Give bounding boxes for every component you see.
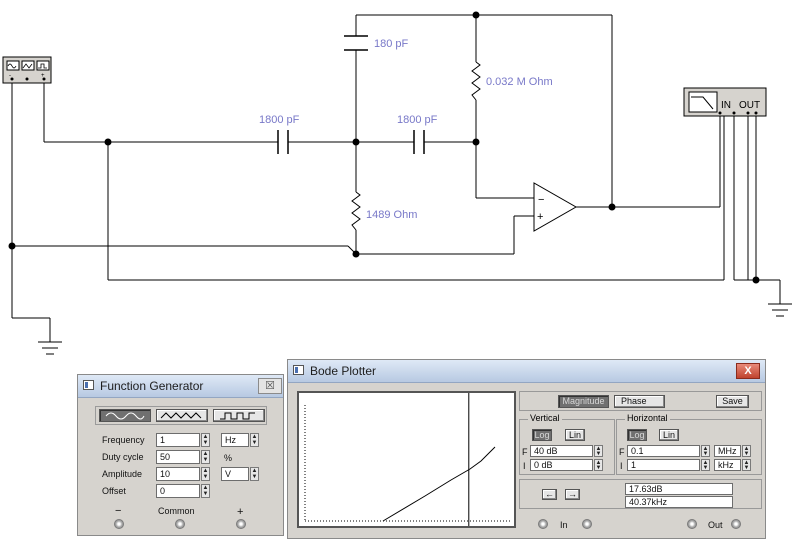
vertical-i-spinner[interactable]: ▲▼ [594,459,603,471]
app-icon [83,380,94,390]
plus-terminal-label: + [237,506,244,518]
readout-group: ← → 17.63dB 40.37kHz [519,479,762,509]
horizontal-f-unit-select[interactable]: MHz [714,445,741,457]
bode-plotter-symbol[interactable] [683,87,767,117]
bode-plotter-title: Bode Plotter [310,364,377,378]
horizontal-i-spinner[interactable]: ▲▼ [701,459,710,471]
horizontal-i-label: I [620,461,623,471]
vertical-f-spinner[interactable]: ▲▼ [594,445,603,457]
cursor-left-button[interactable]: ← [542,489,557,500]
triangle-wave-button[interactable] [156,409,208,422]
magnitude-readout: 17.63dB [625,483,733,495]
out-terminal-label: Out [708,520,723,530]
amplitude-unit-spinner[interactable]: ▲▼ [250,467,259,481]
minus-terminal-label: − [115,505,122,517]
horizontal-i-input[interactable]: 1 [627,459,700,471]
triangle-wave-icon [160,412,202,419]
duty-cycle-spinner[interactable]: ▲▼ [201,450,210,464]
bode-plot [304,393,511,526]
duty-cycle-unit: % [224,453,233,463]
in-terminal-label: In [560,520,568,530]
bode-plot-display[interactable] [297,391,516,528]
amplitude-unit-select[interactable]: V [221,467,249,481]
duty-cycle-label: Duty cycle [102,452,144,462]
cursor-right-button[interactable]: → [565,489,580,500]
frequency-label: Frequency [102,435,145,445]
mode-group: Magnitude Phase Save [519,391,762,411]
horizontal-group-title: Horizontal [625,413,670,423]
opamp-plus-label: + [537,211,543,223]
phase-button[interactable]: Phase [614,395,665,408]
frequency-unit-spinner[interactable]: ▲▼ [250,433,259,447]
function-generator-symbol[interactable]: - + [2,56,52,84]
cap-top-label: 180 pF [374,38,409,50]
magnitude-button[interactable]: Magnitude [558,395,609,408]
close-button[interactable]: X [736,363,760,379]
vertical-group: Vertical Log Lin F 40 dB ▲▼ I 0 dB ▲▼ [519,413,615,475]
common-terminal-label: Common [158,506,195,516]
out-terminal-minus[interactable] [687,519,697,529]
cap-left-label: 1800 pF [259,114,300,126]
vertical-lin-button[interactable]: Lin [565,429,585,441]
offset-input[interactable]: 0 [156,484,200,498]
vertical-f-input[interactable]: 40 dB [530,445,593,457]
app-icon [293,365,304,375]
horizontal-f-label: F [619,447,625,457]
amplitude-input[interactable]: 10 [156,467,200,481]
frequency-unit-select[interactable]: Hz [221,433,249,447]
horizontal-f-unit-spinner[interactable]: ▲▼ [742,445,751,457]
horizontal-lin-button[interactable]: Lin [659,429,679,441]
sine-wave-button[interactable] [99,409,151,422]
in-terminal-plus[interactable] [582,519,592,529]
amplitude-spinner[interactable]: ▲▼ [201,467,210,481]
vertical-group-title: Vertical [528,413,562,423]
function-generator-titlebar[interactable]: Function Generator ☒ [78,375,283,398]
function-generator-title: Function Generator [100,379,204,393]
horizontal-log-button[interactable]: Log [627,429,647,441]
bode-plotter-titlebar[interactable]: Bode Plotter X [288,360,765,383]
duty-cycle-input[interactable]: 50 [156,450,200,464]
opamp-minus-label: − [538,194,544,206]
vertical-f-label: F [522,447,528,457]
magnitude-curve [382,446,496,522]
frequency-readout: 40.37kHz [625,496,733,508]
in-terminal-minus[interactable] [538,519,548,529]
horizontal-i-unit-spinner[interactable]: ▲▼ [742,459,751,471]
bode-in-label: IN [721,100,731,111]
out-terminal-plus[interactable] [731,519,741,529]
sine-wave-icon [105,412,145,420]
offset-label: Offset [102,486,126,496]
svg-text:+: + [41,73,45,79]
frequency-spinner[interactable]: ▲▼ [201,433,210,447]
plus-terminal[interactable] [236,519,246,529]
res-top-label: 0.032 M Ohm [486,76,553,88]
offset-spinner[interactable]: ▲▼ [201,484,210,498]
vertical-log-button[interactable]: Log [532,429,552,441]
horizontal-group: Horizontal Log Lin F 0.1 ▲▼ MHz ▲▼ I 1 ▲… [616,413,762,475]
res-bottom-label: 1489 Ohm [366,209,417,221]
vertical-i-input[interactable]: 0 dB [530,459,593,471]
waveform-selector [95,406,267,425]
amplitude-label: Amplitude [102,469,143,479]
bode-plotter-window: Bode Plotter X Magnitude Phase Save Vert… [287,359,766,539]
horizontal-f-input[interactable]: 0.1 [627,445,700,457]
horizontal-i-unit-select[interactable]: kHz [714,459,741,471]
frequency-input[interactable]: 1 [156,433,200,447]
horizontal-f-spinner[interactable]: ▲▼ [701,445,710,457]
cap-mid-label: 1800 pF [397,114,438,126]
save-button[interactable]: Save [716,395,749,408]
close-button[interactable]: ☒ [258,378,282,394]
bode-out-label: OUT [739,100,760,111]
square-wave-button[interactable] [213,409,265,422]
vertical-i-label: I [523,461,526,471]
common-terminal[interactable] [175,519,185,529]
svg-text:-: - [9,73,11,79]
square-wave-icon [220,412,255,420]
minus-terminal[interactable] [114,519,124,529]
bode-control-panel: Magnitude Phase Save Vertical Log Lin F … [519,391,762,535]
function-generator-window: Function Generator ☒ Frequency 1 ▲▼ Hz ▲… [77,374,284,536]
